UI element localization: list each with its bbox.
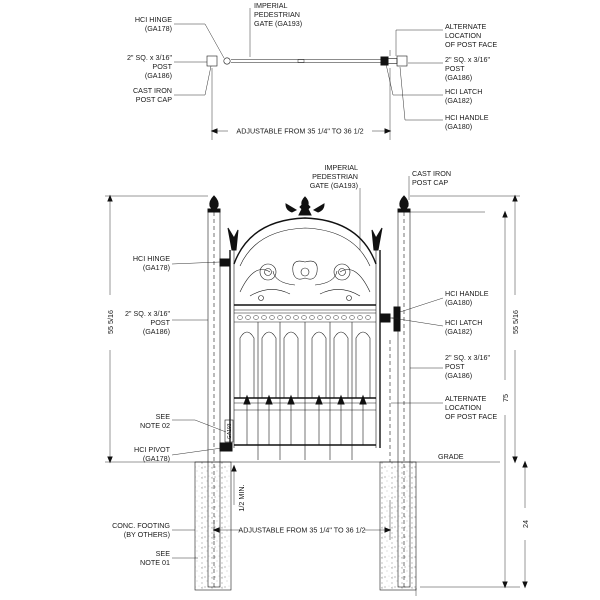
- plan-latch: [380, 56, 389, 66]
- pivot: [219, 442, 233, 452]
- height-75-label: 75: [501, 394, 510, 402]
- elev-post-left-label: 2" SQ. x 3/16"POST(GA186): [125, 309, 171, 336]
- gate-leaf: [227, 196, 383, 460]
- elev-pivot-label: HCI PIVOT(GA178): [134, 445, 171, 463]
- plan-post-left: [206, 55, 218, 67]
- height-24-label: 24: [521, 520, 530, 528]
- plan-latch-label: HCI LATCH(GA182): [445, 87, 482, 105]
- latch: [379, 313, 391, 323]
- plan-hinge: [223, 57, 231, 65]
- pivot-tag-box: [224, 419, 234, 443]
- plan-hinge-label: HCI HINGE(GA178): [135, 15, 172, 33]
- elev-footing-label: CONC. FOOTING(BY OTHERS): [112, 521, 170, 539]
- footing-left: [194, 461, 232, 591]
- height-left-label: 55 5/16: [106, 310, 115, 334]
- elev-latch-label: HCI LATCH(GA182): [445, 318, 482, 336]
- elev-hinge-label: HCI HINGE(GA178): [133, 254, 170, 272]
- elev-handle-label: HCI HANDLE(GA180): [445, 289, 489, 307]
- plan-post-left-label: 2" SQ. x 3/16"POST(GA186): [127, 53, 173, 80]
- post-cap-left: [207, 195, 221, 213]
- plan-post-right: [396, 55, 408, 67]
- grade-label: GRADE: [438, 452, 464, 461]
- height-right-label: 55 5/16: [511, 310, 520, 334]
- hinge-upper: [219, 258, 231, 267]
- width-label: ADJUSTABLE FROM 35 1/4" TO 36 1/2: [238, 526, 365, 535]
- elevation-view: GRADE: [105, 163, 530, 596]
- plan-view: ADJUSTABLE FROM 35 1/4" TO 36 1/2 HCI HI…: [127, 1, 497, 140]
- elev-post-right-label: 2" SQ. x 3/16"POST(GA186): [445, 353, 491, 380]
- plan-handle-label: HCI HANDLE(GA180): [445, 113, 489, 131]
- clearance-label: 1/2 MIN.: [237, 484, 246, 511]
- plan-post-right-label: 2" SQ. x 3/16"POST(GA186): [445, 55, 491, 82]
- pivot-tag: GA193: [227, 423, 233, 439]
- plan-width-label: ADJUSTABLE FROM 35 1/4" TO 36 1/2: [236, 127, 363, 136]
- post-cap-right: [397, 195, 411, 213]
- band-ovals: [237, 315, 371, 320]
